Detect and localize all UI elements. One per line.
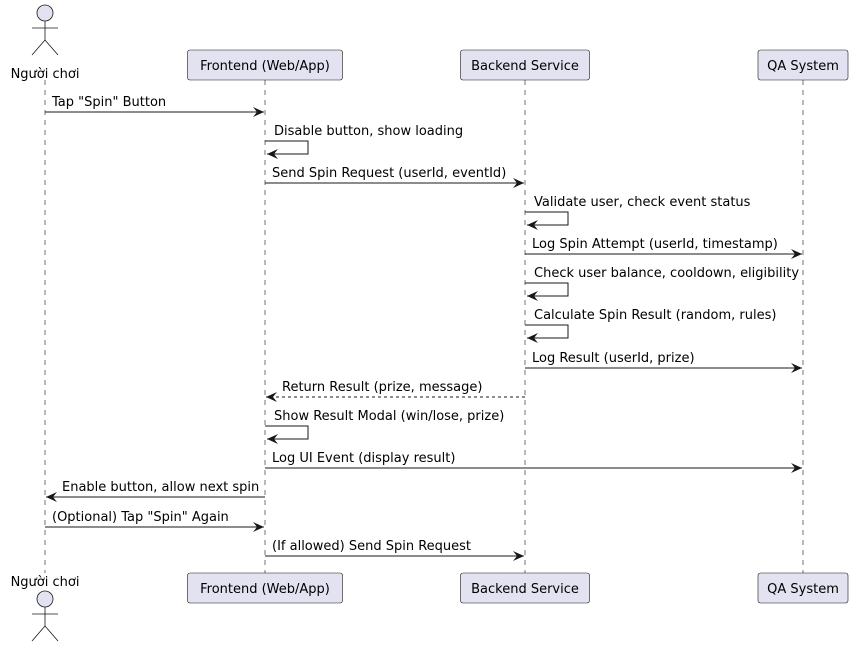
message-1: Tap "Spin" Button bbox=[45, 95, 264, 117]
participant-backend-bottom: Backend Service bbox=[460, 572, 590, 604]
message-label: (If allowed) Send Spin Request bbox=[272, 539, 471, 554]
participant-box bbox=[757, 572, 849, 604]
self-message-arrow bbox=[525, 282, 569, 301]
participant-box bbox=[757, 49, 849, 81]
participant-box bbox=[460, 572, 590, 604]
actor-left-leg bbox=[31, 625, 46, 642]
participant-box bbox=[460, 49, 590, 81]
message-8: Log Result (userId, prize) bbox=[525, 351, 802, 373]
message-label: (Optional) Tap "Spin" Again bbox=[52, 510, 229, 525]
actor-left-leg bbox=[31, 39, 46, 56]
message-13: (Optional) Tap "Spin" Again bbox=[45, 510, 264, 532]
message-label: Validate user, check event status bbox=[534, 195, 751, 210]
message-label: Log Spin Attempt (userId, timestamp) bbox=[532, 237, 778, 252]
message-10: Show Result Modal (win/lose, prize) bbox=[265, 409, 504, 444]
actor-head bbox=[36, 4, 54, 22]
actor-label: Người chơi bbox=[11, 67, 80, 82]
participant-label: Frontend (Web/App) bbox=[200, 59, 330, 74]
participant-label: QA System bbox=[767, 582, 839, 597]
participant-box bbox=[187, 572, 343, 604]
participant-label: QA System bbox=[767, 59, 839, 74]
message-5: Log Spin Attempt (userId, timestamp) bbox=[525, 237, 802, 259]
participant-label: Frontend (Web/App) bbox=[200, 582, 330, 597]
actor-player-top: Người chơi bbox=[11, 4, 80, 82]
actor-label: Người chơi bbox=[11, 575, 80, 590]
message-6: Check user balance, cooldown, eligibilit… bbox=[525, 266, 799, 301]
message-label: Calculate Spin Result (random, rules) bbox=[534, 308, 776, 323]
participant-qa-top: QA System bbox=[757, 49, 849, 81]
actor-right-leg bbox=[44, 39, 59, 56]
message-label: Disable button, show loading bbox=[274, 124, 463, 139]
participant-frontend-top: Frontend (Web/App) bbox=[187, 49, 343, 81]
participant-frontend-bottom: Frontend (Web/App) bbox=[187, 572, 343, 604]
message-label: Show Result Modal (win/lose, prize) bbox=[274, 409, 504, 424]
message-14: (If allowed) Send Spin Request bbox=[265, 539, 524, 561]
message-label: Log Result (userId, prize) bbox=[532, 351, 695, 366]
message-label: Send Spin Request (userId, eventId) bbox=[272, 166, 506, 181]
message-label: Log UI Event (display result) bbox=[272, 451, 455, 466]
participant-label: Backend Service bbox=[471, 582, 579, 597]
participant-box bbox=[187, 49, 343, 81]
message-3: Send Spin Request (userId, eventId) bbox=[265, 166, 524, 188]
message-label: Enable button, allow next spin bbox=[62, 480, 259, 495]
participant-qa-bottom: QA System bbox=[757, 572, 849, 604]
message-11: Log UI Event (display result) bbox=[265, 451, 802, 473]
message-label: Tap "Spin" Button bbox=[51, 95, 166, 110]
self-message-arrow bbox=[265, 425, 309, 444]
message-2: Disable button, show loading bbox=[265, 124, 463, 159]
participant-backend-top: Backend Service bbox=[460, 49, 590, 81]
message-label: Return Result (prize, message) bbox=[282, 380, 482, 395]
self-message-arrow bbox=[525, 324, 569, 343]
self-message-arrow bbox=[525, 211, 569, 230]
message-9: Return Result (prize, message) bbox=[266, 380, 525, 402]
actor-player-bottom: Người chơi bbox=[11, 575, 80, 642]
message-7: Calculate Spin Result (random, rules) bbox=[525, 308, 776, 343]
message-12: Enable button, allow next spin bbox=[46, 480, 265, 502]
message-label: Check user balance, cooldown, eligibilit… bbox=[534, 266, 799, 281]
actor-right-leg bbox=[44, 625, 59, 642]
self-message-arrow bbox=[265, 140, 309, 159]
participant-label: Backend Service bbox=[471, 59, 579, 74]
message-4: Validate user, check event status bbox=[525, 195, 751, 230]
actor-head bbox=[36, 590, 54, 608]
